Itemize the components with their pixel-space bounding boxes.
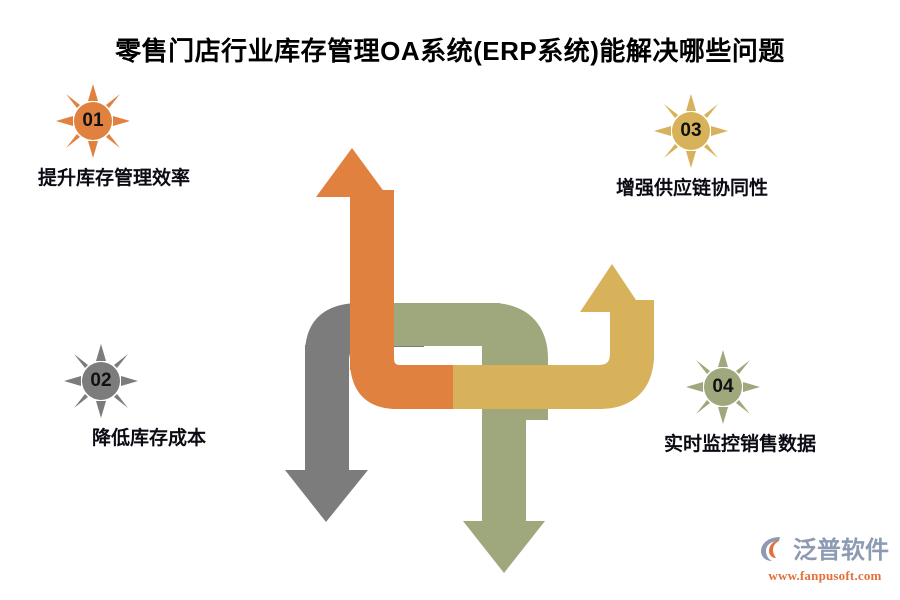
sage-green-arrow [390, 303, 548, 573]
sunburst-icon: 03 [654, 94, 728, 168]
gold-arrow [453, 264, 654, 409]
orange-arrow [316, 148, 505, 409]
callout-label: 实时监控销售数据 [664, 434, 817, 455]
callout-label: 增强供应链协同性 [616, 178, 769, 199]
page-title: 零售门店行业库存管理OA系统(ERP系统)能解决哪些问题 [115, 36, 785, 66]
sunburst-icon: 01 [56, 84, 130, 158]
gray-arrow-head [285, 470, 368, 522]
sunburst-icon: 02 [64, 344, 138, 418]
fanpu-logo-icon [758, 533, 788, 568]
brand-watermark[interactable]: 泛普软件 www.fanpusoft.com [758, 534, 892, 590]
sunburst-icon: 04 [686, 350, 760, 424]
gold-arrow-head [580, 264, 644, 312]
brand-url: www.fanpusoft.com [768, 568, 882, 583]
callout-label: 提升库存管理效率 [38, 168, 191, 189]
callout-label: 降低库存成本 [92, 428, 207, 449]
brand-name: 泛普软件 [793, 536, 889, 564]
sage-green-arrow-head [463, 521, 545, 573]
orange-arrow-head [316, 148, 388, 197]
